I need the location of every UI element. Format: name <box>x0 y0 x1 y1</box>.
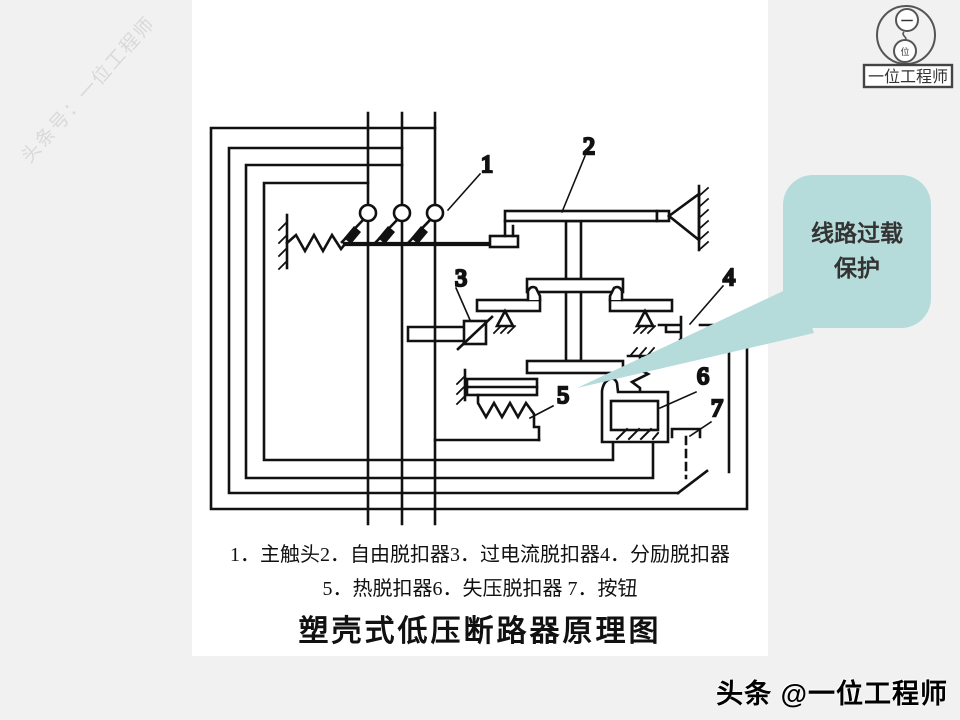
logo-top-char: 一 <box>901 14 913 28</box>
parts-legend-line2: 5．热脱扣器6．失压脱扣器 7．按钮 <box>322 578 638 600</box>
logo-banner-text: 一位工程师 <box>868 68 948 86</box>
overcurrent-release <box>406 315 494 351</box>
thermal-release <box>455 368 541 442</box>
logo-bottom-char: 位 <box>900 46 909 57</box>
diagram-title: 塑壳式低压断路器原理图 <box>298 615 662 648</box>
part-label-5: 5 <box>557 383 569 409</box>
wiring-loops <box>209 126 749 511</box>
pushbutton-contact-blade <box>676 469 709 495</box>
callout-text-line1: 线路过载 <box>811 221 903 246</box>
contact-bar <box>342 219 520 249</box>
brand-logo: 一 位 一位工程师 <box>862 5 954 89</box>
part-label-1: 1 <box>481 152 493 178</box>
phase-lines <box>366 111 437 526</box>
part-label-4: 4 <box>723 265 735 291</box>
part-label-2: 2 <box>583 134 595 160</box>
undervoltage-release <box>600 346 670 444</box>
part-label-3: 3 <box>455 266 467 292</box>
opening-spring <box>277 213 347 271</box>
logo-top-circle <box>895 8 919 32</box>
shunt-release <box>657 315 683 341</box>
callout-bubble: 线路过载 保护 <box>783 175 931 328</box>
main-contacts <box>340 203 445 244</box>
latch-levers <box>475 285 674 335</box>
part-labels: 1 2 3 4 5 6 7 <box>446 133 736 438</box>
part-label-6: 6 <box>697 364 709 390</box>
footer-brand-text: 头条 @一位工程师 <box>716 679 948 709</box>
pushbutton <box>670 427 702 480</box>
logo-banner-box <box>862 63 954 89</box>
parts-legend-line1: 1．主触头2．自由脱扣器3．过电流脱扣器4．分励脱扣器 <box>230 544 730 566</box>
part-label-7: 7 <box>711 396 723 422</box>
free-release-mechanism <box>503 184 710 375</box>
logo-bottom-circle <box>893 39 917 63</box>
callout-text-line2: 保护 <box>834 255 880 281</box>
callout-tail <box>577 284 814 388</box>
